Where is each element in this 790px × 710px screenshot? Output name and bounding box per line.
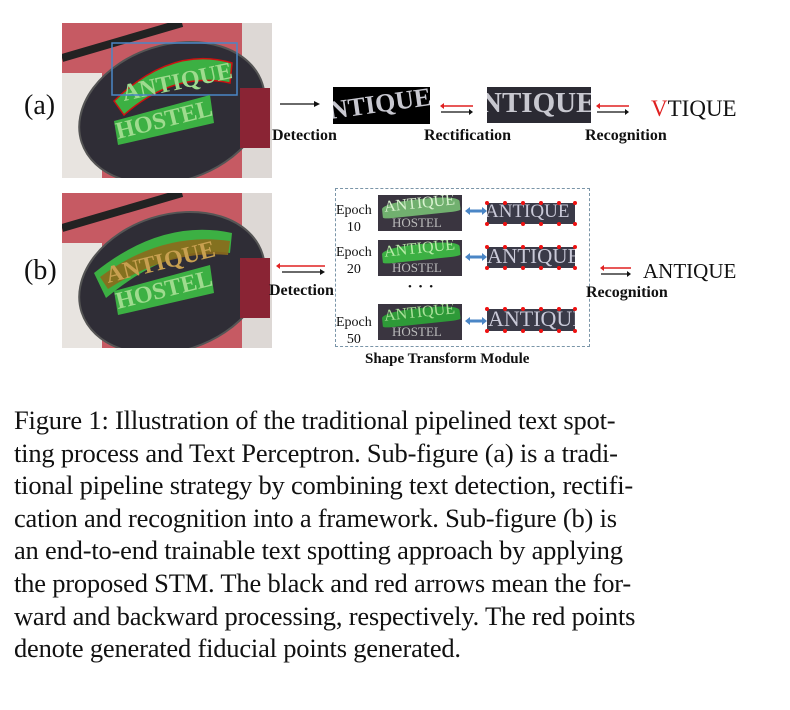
caption-line: tional pipeline strategy by combining te… xyxy=(14,470,633,501)
bidirectional-arrows-b1 xyxy=(276,263,325,275)
step-detection-b: Detection xyxy=(269,282,334,299)
bidirectional-arrows-a2 xyxy=(596,103,629,115)
bidirectional-arrows-b2 xyxy=(600,265,631,277)
step-detection-a: Detection xyxy=(272,127,337,144)
recognition-result-b: ANTIQUE xyxy=(643,259,737,283)
bidirectional-arrow-icon-2 xyxy=(465,253,487,261)
ellipsis: • • • xyxy=(408,281,436,293)
caption-line: an end-to-end trainable text spotting ap… xyxy=(14,535,623,566)
epoch-thumb-1: ANTIQUE HOSTEL xyxy=(378,195,462,231)
sign-photo-a: ANTIQUE HOSTEL xyxy=(62,23,272,178)
caption-line: denote generated fiducial points generat… xyxy=(14,633,461,664)
caption-line: cation and recognition into a framework.… xyxy=(14,502,617,533)
epoch-thumb-2: ANTIQUE HOSTEL xyxy=(378,240,462,276)
rectified-output-2: ANTIQUE xyxy=(487,247,575,268)
detected-crop-a: NTIQUE xyxy=(333,87,430,124)
caption-line: ward and backward processing, respective… xyxy=(14,600,636,631)
shape-transform-module-box xyxy=(335,188,590,347)
sign-illustration-a: ANTIQUE HOSTEL xyxy=(62,23,272,178)
step-rectification-a: Rectification xyxy=(424,127,512,144)
subfigure-a-label: (a) xyxy=(24,90,56,121)
caption-line: ting process and Text Perceptron. Sub-fi… xyxy=(14,437,618,468)
forward-arrow-a1 xyxy=(280,101,320,107)
caption-line: Figure 1: Illustration of the traditiona… xyxy=(14,405,616,435)
wrong-character: V xyxy=(651,96,668,121)
bidirectional-arrow-icon-1 xyxy=(465,207,487,215)
rectified-crop-a: NTIQUE xyxy=(487,87,591,123)
recognition-result-a: VTIQUE xyxy=(651,96,737,122)
step-recognition-a: Recognition xyxy=(585,127,667,144)
subfigure-b-label: (b) xyxy=(24,255,57,286)
bidirectional-arrow-icon-3 xyxy=(465,317,487,325)
result-rest: TIQUE xyxy=(667,96,737,121)
caption-line: the proposed STM. The black and red arro… xyxy=(14,567,631,598)
step-recognition-b: Recognition xyxy=(586,284,668,301)
module-title: Shape Transform Module xyxy=(365,351,530,367)
figure-caption: Figure 1: Illustration of the traditiona… xyxy=(14,404,744,665)
sign-photo-b: ANTIQUE HOSTEL xyxy=(62,193,272,348)
rectified-output-1: ANTIQUE xyxy=(487,203,575,224)
sign-illustration-b: ANTIQUE HOSTEL xyxy=(62,193,272,348)
epoch-thumb-3: ANTIQUE HOSTEL xyxy=(378,304,462,340)
bidirectional-arrows-a1 xyxy=(440,103,473,115)
rectified-output-3: ANTIQUE xyxy=(487,309,575,331)
